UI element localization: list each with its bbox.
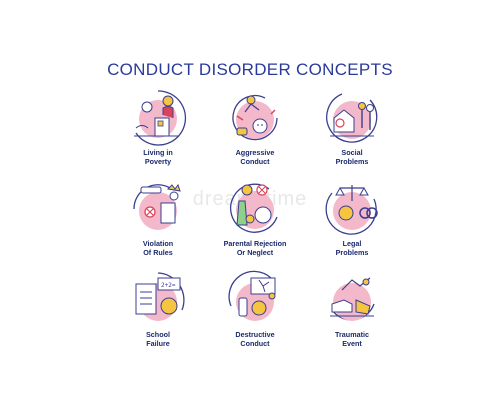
parental-rejection-icon bbox=[230, 183, 278, 233]
social-problems-icon bbox=[326, 93, 378, 143]
poverty-icon bbox=[134, 90, 187, 146]
school-failure-icon: 2+2= bbox=[135, 272, 185, 321]
svg-text:2+2=: 2+2= bbox=[161, 282, 176, 289]
page-title: CONDUCT DISORDER CONCEPTS bbox=[107, 60, 393, 79]
legal-problems-icon bbox=[325, 185, 378, 235]
traumatic-event-icon bbox=[330, 277, 375, 321]
aggression-icon bbox=[232, 94, 278, 141]
destructive-conduct-icon bbox=[228, 270, 276, 321]
rule-violation-icon bbox=[133, 183, 181, 230]
